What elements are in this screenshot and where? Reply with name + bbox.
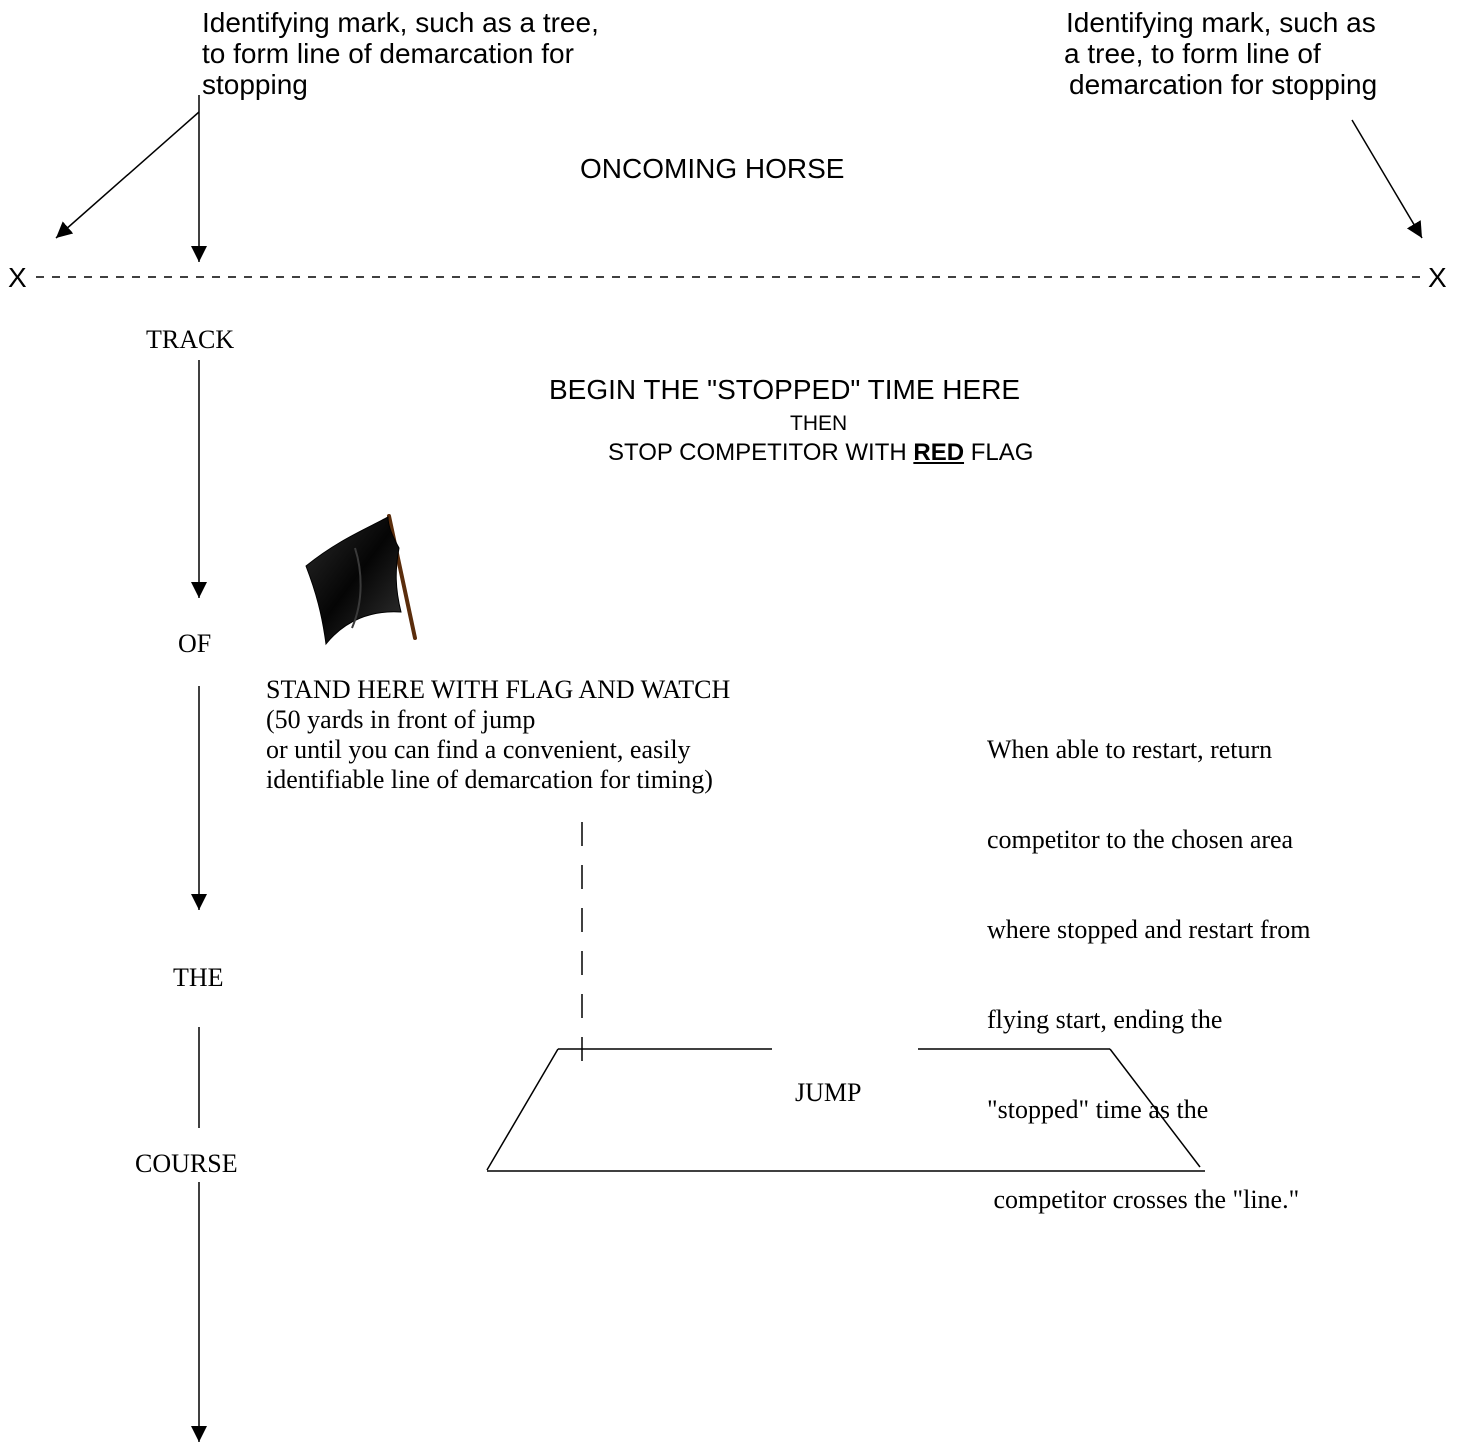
jump-shape: [486, 1048, 1205, 1172]
left-mark-arrow-diagonal: [55, 111, 200, 239]
begin-stopped-time: BEGIN THE "STOPPED" TIME HERE: [549, 374, 1021, 405]
stop-competitor-instruction: STOP COMPETITOR WITH RED FLAG: [608, 441, 1033, 465]
restart-note: When able to restart, return competitor …: [987, 675, 1310, 1275]
track-word-of: OF: [178, 629, 212, 658]
restart-line-6: competitor crosses the "line.": [987, 1185, 1300, 1214]
stand-here-line-4: identifiable line of demarcation for tim…: [266, 765, 713, 794]
restart-line-4: flying start, ending the: [987, 1005, 1223, 1034]
flag-word: FLAG: [970, 439, 1034, 466]
track-word-the: THE: [173, 963, 224, 992]
left-mark-line-1: Identifying mark, such as a tree,: [202, 7, 599, 38]
restart-line-3: where stopped and restart from: [987, 915, 1311, 944]
left-mark-line-2: to form line of demarcation for: [202, 38, 574, 69]
right-x-marker: X: [1428, 262, 1447, 293]
right-mark-arrow: [1351, 119, 1423, 239]
track-word-track: TRACK: [146, 325, 235, 354]
black-flag-icon: [305, 514, 417, 646]
oncoming-horse-label: ONCOMING HORSE: [580, 153, 845, 184]
stop-competitor-text: STOP COMPETITOR WITH: [608, 439, 907, 466]
left-mark-note: Identifying mark, such as a tree, to for…: [202, 7, 599, 100]
track-word-course: COURSE: [135, 1149, 238, 1178]
left-x-marker: X: [8, 262, 27, 293]
left-mark-line-3: stopping: [202, 69, 308, 100]
restart-line-2: competitor to the chosen area: [987, 825, 1294, 854]
right-mark-line-3: demarcation for stopping: [1069, 69, 1378, 100]
right-mark-line-2: a tree, to form line of: [1064, 38, 1321, 69]
red-emphasis: RED: [913, 439, 965, 466]
stand-here-line-3: or until you can find a convenient, easi…: [266, 735, 691, 764]
right-mark-note: Identifying mark, such as a tree, to for…: [1064, 7, 1378, 100]
right-mark-line-1: Identifying mark, such as: [1066, 7, 1376, 38]
stand-here-note: STAND HERE WITH FLAG AND WATCH (50 yards…: [266, 675, 730, 795]
restart-line-5: "stopped" time as the: [987, 1095, 1209, 1124]
jump-label: JUMP: [795, 1078, 862, 1107]
then-label: THEN: [790, 412, 848, 435]
restart-line-1: When able to restart, return: [987, 735, 1273, 764]
stand-here-line-2: (50 yards in front of jump: [266, 705, 536, 734]
stand-here-line-1: STAND HERE WITH FLAG AND WATCH: [266, 675, 731, 704]
